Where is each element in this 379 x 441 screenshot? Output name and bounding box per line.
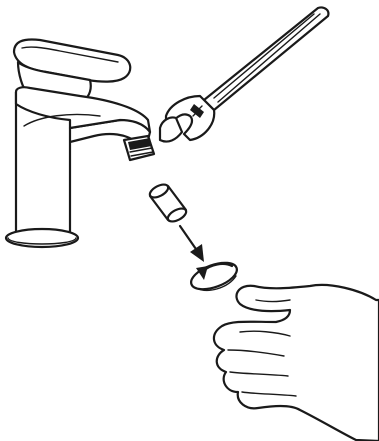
arrow-down-icon bbox=[180, 226, 204, 262]
adjustable-wrench-icon bbox=[160, 7, 328, 141]
aerator-washer-icon bbox=[188, 257, 241, 294]
hand-icon bbox=[214, 285, 379, 441]
aerator-cartridge-icon bbox=[148, 182, 188, 224]
faucet-icon bbox=[6, 40, 154, 248]
